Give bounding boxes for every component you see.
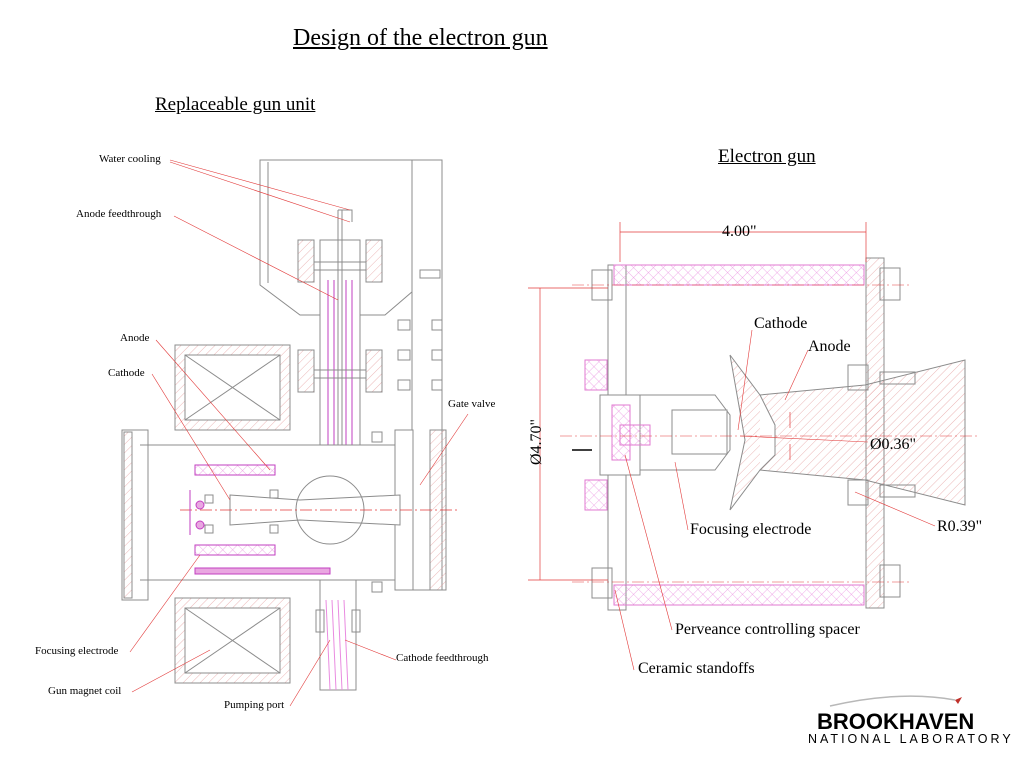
dimension-aperture: Ø0.36": [870, 436, 917, 453]
label-anode-right: Anode: [808, 338, 851, 355]
label-cathode-feedthrough: Cathode feedthrough: [396, 652, 489, 664]
right-leader-lines: [614, 329, 936, 671]
label-water-cooling: Water cooling: [99, 153, 161, 165]
label-gate-valve: Gate valve: [448, 398, 496, 410]
label-anode-feedthrough: Anode feedthrough: [76, 208, 162, 220]
logo-subtitle: NATIONAL LABORATORY: [808, 732, 1014, 746]
bottom-standoff: [613, 584, 865, 606]
dimension-diameter: Ø4.70": [528, 418, 545, 465]
logo-swoosh: [829, 695, 962, 707]
label-pumping-port: Pumping port: [224, 699, 285, 711]
label-perveance-spacer: Perveance controlling spacer: [675, 621, 860, 638]
electron-gun-drawing: [560, 257, 980, 611]
top-standoff: [613, 264, 865, 286]
feedthrough-column: [319, 239, 361, 481]
left-leader-lines: [129, 159, 469, 707]
label-focusing-electrode-left: Focusing electrode: [35, 645, 119, 657]
label-anode: Anode: [120, 332, 150, 344]
electron-gun-heading: Electron gun: [718, 146, 816, 167]
label-cathode: Cathode: [108, 367, 145, 379]
page-title: Design of the electron gun: [293, 25, 548, 51]
gun-unit-drawing: [121, 159, 460, 691]
gun-unit-heading: Replaceable gun unit: [155, 94, 316, 115]
label-focusing-electrode-right: Focusing electrode: [690, 521, 812, 538]
dimension-radius: R0.39": [937, 518, 983, 535]
cathode-feedthrough-body: [319, 579, 357, 691]
label-ceramic-standoffs: Ceramic standoffs: [638, 660, 755, 677]
logo-wordmark: BROOKHAVEN: [817, 709, 975, 734]
dimension-lines: [528, 222, 867, 581]
label-cathode-right: Cathode: [754, 315, 808, 332]
dimension-width: 4.00": [722, 223, 757, 240]
label-gun-magnet-coil: Gun magnet coil: [48, 685, 122, 697]
